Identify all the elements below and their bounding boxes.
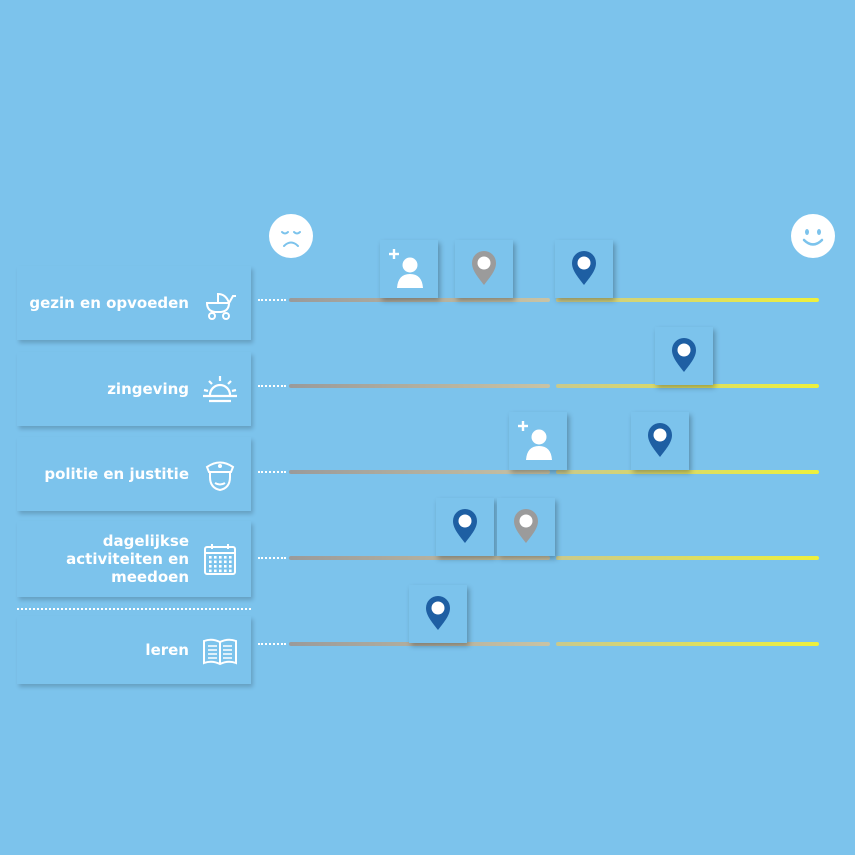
dotted-connector: [258, 557, 286, 559]
dotted-connector: [258, 471, 286, 473]
scale-track-left: [289, 470, 550, 474]
scale-track-right: [556, 470, 819, 474]
location-pin-icon[interactable]: [436, 498, 494, 556]
category-label-box: leren: [17, 616, 251, 684]
sunrise-icon: [201, 370, 239, 408]
baby-carriage-icon: [201, 284, 239, 322]
open-book-icon: [201, 631, 239, 669]
calendar-icon: [201, 540, 239, 578]
happy-face-icon: [791, 214, 835, 258]
category-label-box: dagelijkse activiteiten en meedoen: [17, 521, 251, 597]
add-person-icon[interactable]: [380, 240, 438, 298]
dotted-connector: [258, 299, 286, 301]
section-divider: [17, 608, 251, 610]
location-pin-icon[interactable]: [497, 498, 555, 556]
scale-track-left: [289, 384, 550, 388]
scale-track-right: [556, 384, 819, 388]
location-pin-icon[interactable]: [555, 240, 613, 298]
scale-track-left: [289, 556, 550, 560]
dotted-connector: [258, 643, 286, 645]
category-label-box: zingeving: [17, 352, 251, 426]
scale-track-right: [556, 298, 819, 302]
scale-track-left: [289, 642, 550, 646]
category-label: gezin en opvoeden: [29, 294, 189, 312]
location-pin-icon[interactable]: [655, 327, 713, 385]
scale-track-left: [289, 298, 550, 302]
scale-track-right: [556, 556, 819, 560]
category-label: politie en justitie: [44, 465, 189, 483]
sad-face-icon: [269, 214, 313, 258]
category-label-box: gezin en opvoeden: [17, 266, 251, 340]
scale-track-right: [556, 642, 819, 646]
location-pin-icon[interactable]: [455, 240, 513, 298]
category-label: leren: [145, 641, 189, 659]
category-label: zingeving: [107, 380, 189, 398]
location-pin-icon[interactable]: [409, 585, 467, 643]
dotted-connector: [258, 385, 286, 387]
location-pin-icon[interactable]: [631, 412, 689, 470]
category-label-box: politie en justitie: [17, 437, 251, 511]
police-officer-icon: [201, 455, 239, 493]
add-person-icon[interactable]: [509, 412, 567, 470]
category-label: dagelijkse activiteiten en meedoen: [66, 532, 189, 586]
